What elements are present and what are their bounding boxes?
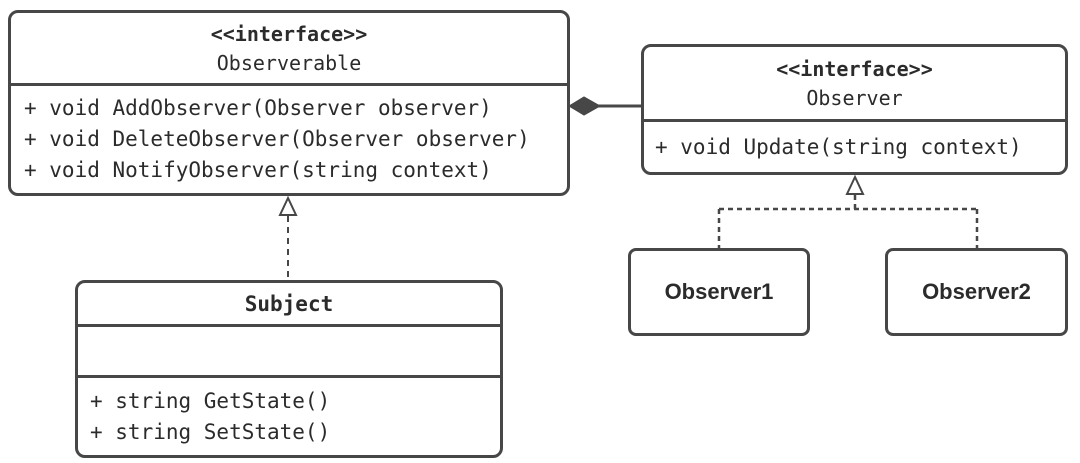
methods-section-observerable: + void AddObserver(Observer observer) + … <box>11 86 567 193</box>
stereotype-label: <<interface>> <box>210 21 368 46</box>
attributes-section-subject <box>78 327 500 378</box>
class-header-subject: Subject <box>78 283 500 327</box>
method-add-observer: + void AddObserver(Observer observer) <box>24 96 492 120</box>
hollow-triangle-marker <box>278 195 298 216</box>
method-delete-observer: + void DeleteObserver(Observer observer) <box>24 127 530 151</box>
class-box-observerable: <<interface>> Observerable + void AddObs… <box>8 10 570 196</box>
class-header-observer: <<interface>> Observer <box>644 47 1065 122</box>
class-name-observer1: Observer1 <box>664 279 774 304</box>
class-name-observer2: Observer2 <box>922 279 1031 304</box>
realization-edge-observers-observer <box>717 174 979 248</box>
methods-section-observer: + void Update(string context) <box>644 122 1065 172</box>
class-header-observerable: <<interface>> Observerable <box>11 13 567 86</box>
realization-edge-subject-observerable <box>278 195 298 280</box>
stereotype-label: <<interface>> <box>776 56 933 81</box>
hollow-triangle-marker <box>845 174 865 195</box>
method-get-state: + string GetState() <box>90 388 331 413</box>
method-update: + void Update(string context) <box>655 134 1022 159</box>
class-box-observer1: Observer1 <box>628 248 810 336</box>
class-box-subject: Subject + string GetState() + string Set… <box>75 280 503 458</box>
class-box-observer2: Observer2 <box>885 248 1068 336</box>
class-name-observer: Observer <box>806 85 903 110</box>
aggregation-edge-observerable-observer <box>568 96 641 116</box>
method-notify-observer: + void NotifyObserver(string context) <box>24 158 492 182</box>
methods-section-subject: + string GetState() + string SetState() <box>78 378 500 455</box>
filled-diamond-marker <box>568 96 602 116</box>
method-set-state: + string SetState() <box>90 419 331 444</box>
class-name-subject: Subject <box>244 291 334 316</box>
class-box-observer: <<interface>> Observer + void Update(str… <box>641 44 1068 175</box>
class-name-observerable: Observerable <box>216 50 362 75</box>
